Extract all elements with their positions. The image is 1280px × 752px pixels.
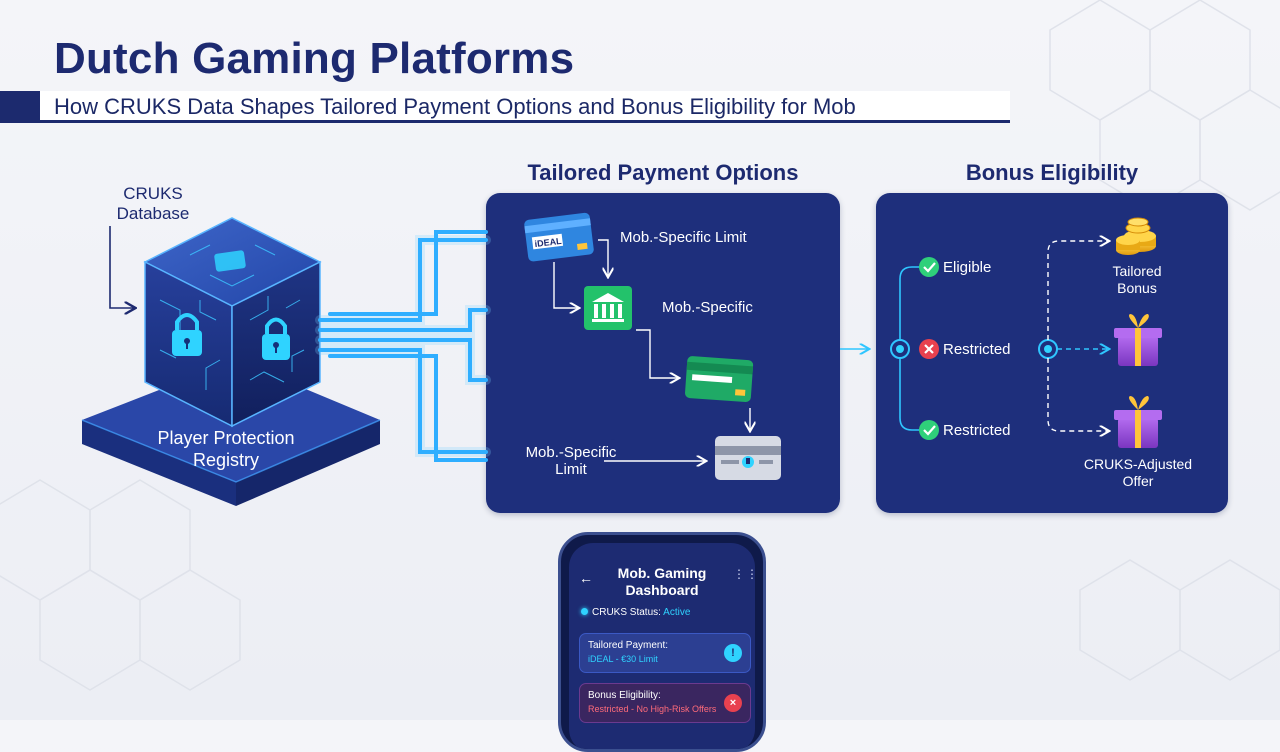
- phone-title: Mob. Gaming Dashboard: [617, 565, 707, 598]
- payment-label-limit-bottom: Mob.-Specific Limit: [525, 444, 617, 478]
- back-arrow-icon[interactable]: ←: [579, 570, 593, 586]
- hexagon-background: [0, 0, 1280, 691]
- bonus-status-card[interactable]: Bonus Eligibility: Restricted - No High-…: [579, 683, 751, 723]
- cruks-status: CRUKS Status: Active: [581, 607, 690, 618]
- restricted-badge-icon: ×: [724, 694, 742, 712]
- menu-dots-icon[interactable]: ⋮⋮: [733, 567, 755, 581]
- status-eligible: Eligible: [943, 259, 992, 276]
- bonus-card-title: Bonus Eligibility:: [588, 690, 661, 701]
- status-restricted-2: Restricted: [943, 422, 1011, 439]
- page-subtitle: How CRUKS Data Shapes Tailored Payment O…: [54, 94, 856, 119]
- status-restricted: Restricted: [943, 341, 1011, 358]
- payment-label-specific: Mob.-Specific: [662, 299, 753, 316]
- status-dot-icon: [581, 608, 588, 615]
- lock-badge-icon: !: [724, 644, 742, 662]
- outcome-tailored-bonus: Tailored Bonus: [1112, 263, 1162, 296]
- bonus-heading: Bonus Eligibility: [965, 160, 1139, 185]
- bonus-card-detail: Restricted - No High-Risk Offers: [588, 704, 717, 714]
- status-active-value: Active: [663, 607, 691, 618]
- payment-status-card[interactable]: Tailored Payment: iDEAL - €30 Limit !: [579, 633, 751, 673]
- mobile-dashboard-phone: ← Mob. Gaming Dashboard ⋮⋮ CRUKS Status:…: [558, 532, 766, 752]
- payment-card-detail: iDEAL - €30 Limit: [588, 654, 658, 664]
- outcome-cruks-adjusted: CRUKS-Adjusted Offer: [1083, 456, 1193, 489]
- payment-card-title: Tailored Payment:: [588, 640, 669, 651]
- page-title: Dutch Gaming Platforms: [54, 34, 575, 83]
- cruks-database-label: CRUKS Database: [116, 184, 190, 223]
- payment-heading: Tailored Payment Options: [527, 160, 799, 185]
- payment-label-limit: Mob.-Specific Limit: [620, 229, 747, 246]
- subtitle-bar: [0, 91, 1010, 123]
- player-protection-registry-label: Player Protection Registry: [157, 428, 295, 470]
- phone-screen: ← Mob. Gaming Dashboard ⋮⋮ CRUKS Status:…: [569, 543, 755, 749]
